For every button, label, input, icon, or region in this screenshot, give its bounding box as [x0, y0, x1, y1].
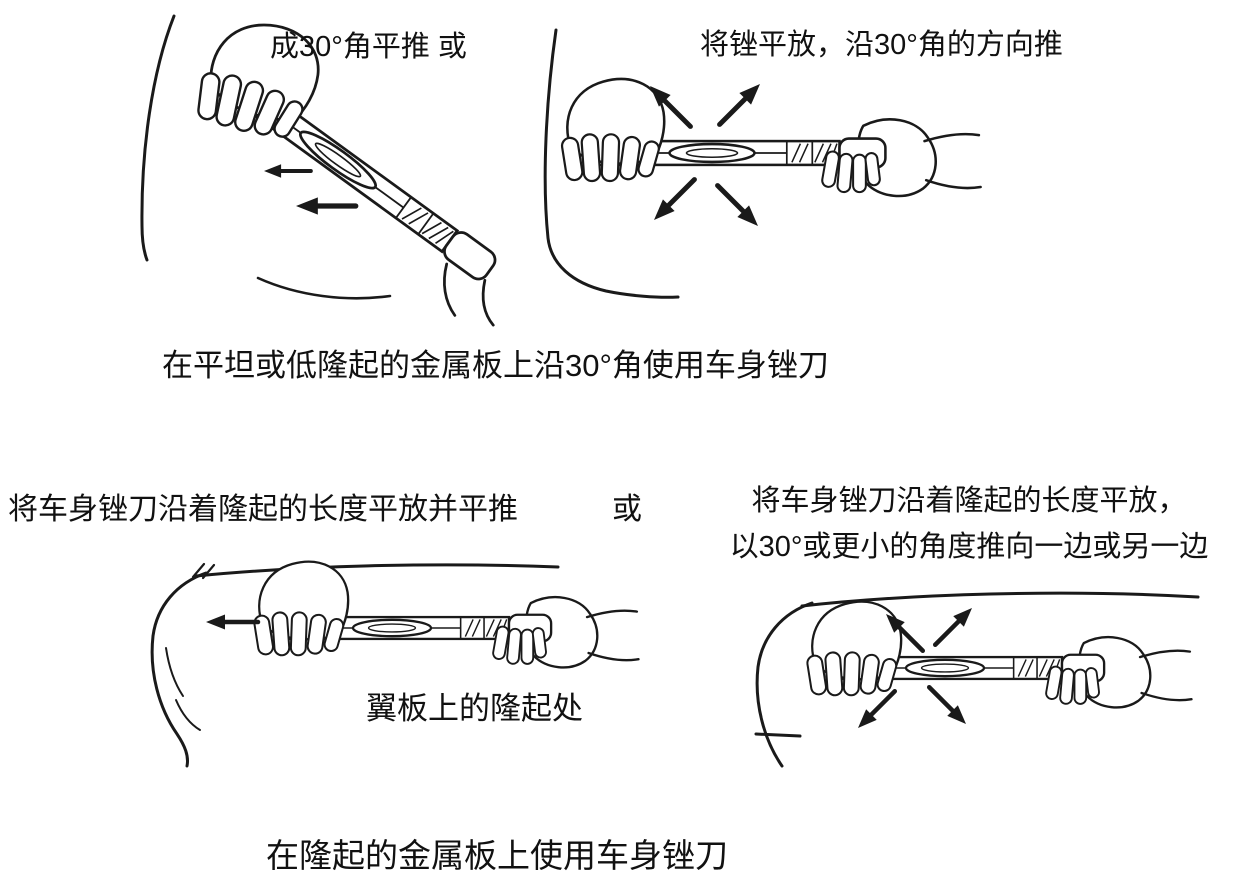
push-left-arrow-1 [264, 164, 311, 178]
panel-edge-line [543, 28, 680, 299]
label-top-right: 将锉平放，沿30°角的方向推 [700, 29, 1063, 61]
body-file-horizontal [805, 600, 1193, 709]
panel-bottom-curve [256, 276, 392, 300]
panel-top-line [800, 591, 1200, 608]
illustration-flat-panel-30deg-push [140, 8, 501, 327]
label-bottom-right: 将车身锉刀沿着隆起的长度平放， 以30°或更小的角度推向一边或另一边 [690, 478, 1247, 571]
ridge-notch-marks [191, 562, 216, 580]
panel-top-line [194, 563, 560, 578]
stroke-arrow-down-right [924, 682, 971, 729]
stroke-arrow-down-left [648, 174, 700, 226]
ridge-bulge-curve [755, 601, 814, 768]
stroke-arrow-up-right [714, 78, 766, 130]
panel-edge-line [140, 14, 176, 262]
push-left-arrow-2 [296, 197, 356, 214]
ridge-base-line [754, 732, 802, 738]
body-file-diagonal [189, 8, 501, 327]
ridge-bulge-curve [150, 571, 208, 768]
illustration-ridge-lengthwise-push [150, 560, 640, 768]
label-ridge-on-fender: 翼板上的隆起处 [366, 691, 583, 726]
body-file-horizontal [252, 560, 640, 669]
caption-ridged-panel: 在隆起的金属板上使用车身锉刀 [266, 837, 728, 874]
wrist-lines [443, 262, 495, 327]
push-left-arrow [206, 615, 258, 630]
stroke-arrow-down-right [712, 180, 764, 232]
ridge-hatch-lines [165, 647, 201, 731]
caption-flat-panel: 在平坦或低隆起的金属板上沿30°角使用车身锉刀 [162, 348, 829, 383]
stroke-arrow-up-right [930, 603, 977, 650]
body-file-horizontal [559, 77, 982, 198]
label-bottom-right-line2: 以30°或更小的角度推向一边或另一边 [729, 531, 1209, 564]
label-top-left: 成30°角平推 或 [270, 31, 467, 63]
left-fist [559, 77, 666, 183]
stroke-arrow-down-left [853, 686, 900, 733]
label-bottom-left: 将车身锉刀沿着隆起的长度平放并平推 [8, 493, 518, 526]
label-or: 或 [612, 493, 642, 526]
label-bottom-right-line1: 将车身锉刀沿着隆起的长度平放， [751, 485, 1187, 517]
left-fist [252, 560, 350, 657]
illustration-ridge-lengthwise-angled [754, 591, 1200, 768]
illustration-flat-panel-30deg-directions [543, 28, 982, 299]
